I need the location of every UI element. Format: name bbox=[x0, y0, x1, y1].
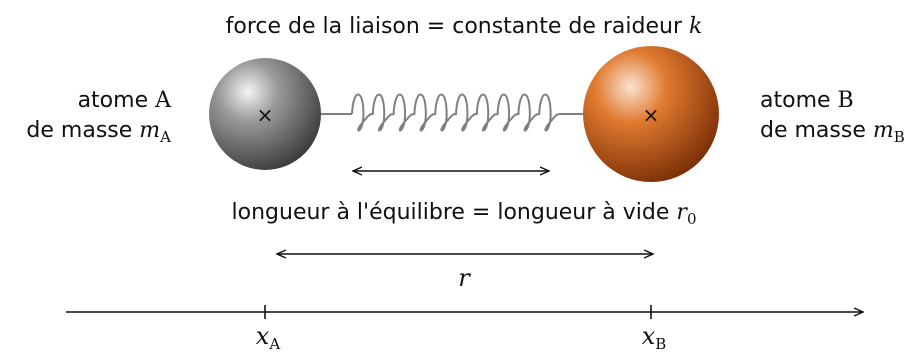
x-a-label: xA bbox=[256, 322, 280, 353]
x-a-symbol: x bbox=[255, 322, 270, 350]
x-a-subscript: A bbox=[269, 335, 281, 353]
atom-b-label: atome B de masse mB bbox=[760, 86, 905, 152]
force-label: force de la liaison = constante de raide… bbox=[226, 14, 703, 39]
atom-b-line2: de masse bbox=[760, 118, 873, 143]
force-symbol: k bbox=[689, 14, 703, 39]
atom-a-label: atome A de masse mA bbox=[26, 86, 171, 152]
atom-b-line1: atome bbox=[760, 88, 838, 113]
atom-a-letter: A bbox=[155, 88, 171, 113]
equilibrium-text: longueur à l'équilibre = longueur à vide bbox=[231, 200, 677, 225]
x-b-label: xB bbox=[642, 322, 667, 353]
atom-a-mass: m bbox=[139, 118, 161, 143]
atom-a-mass-sub: A bbox=[160, 128, 171, 146]
atom-b-mass: m bbox=[872, 118, 894, 143]
x-b-subscript: B bbox=[655, 335, 667, 353]
atom-a-center-mark: × bbox=[257, 103, 274, 127]
atom-a-sphere bbox=[209, 58, 321, 170]
r0-symbol: r bbox=[676, 200, 687, 225]
atom-b-sphere bbox=[583, 46, 719, 182]
x-b-symbol: x bbox=[641, 322, 656, 350]
r0-subscript: 0 bbox=[686, 210, 697, 228]
atom-b-letter: B bbox=[837, 88, 854, 113]
atom-b-center-mark: × bbox=[643, 103, 660, 127]
spring-coil bbox=[351, 93, 561, 132]
distance-r-label: r bbox=[458, 264, 470, 292]
equilibrium-label: longueur à l'équilibre = longueur à vide… bbox=[232, 200, 697, 228]
atom-a-line1: atome bbox=[77, 88, 156, 113]
atom-a-line2: de masse bbox=[26, 118, 140, 143]
atom-b-mass-sub: B bbox=[893, 128, 905, 146]
force-text: force de la liaison = constante de raide… bbox=[225, 14, 690, 39]
